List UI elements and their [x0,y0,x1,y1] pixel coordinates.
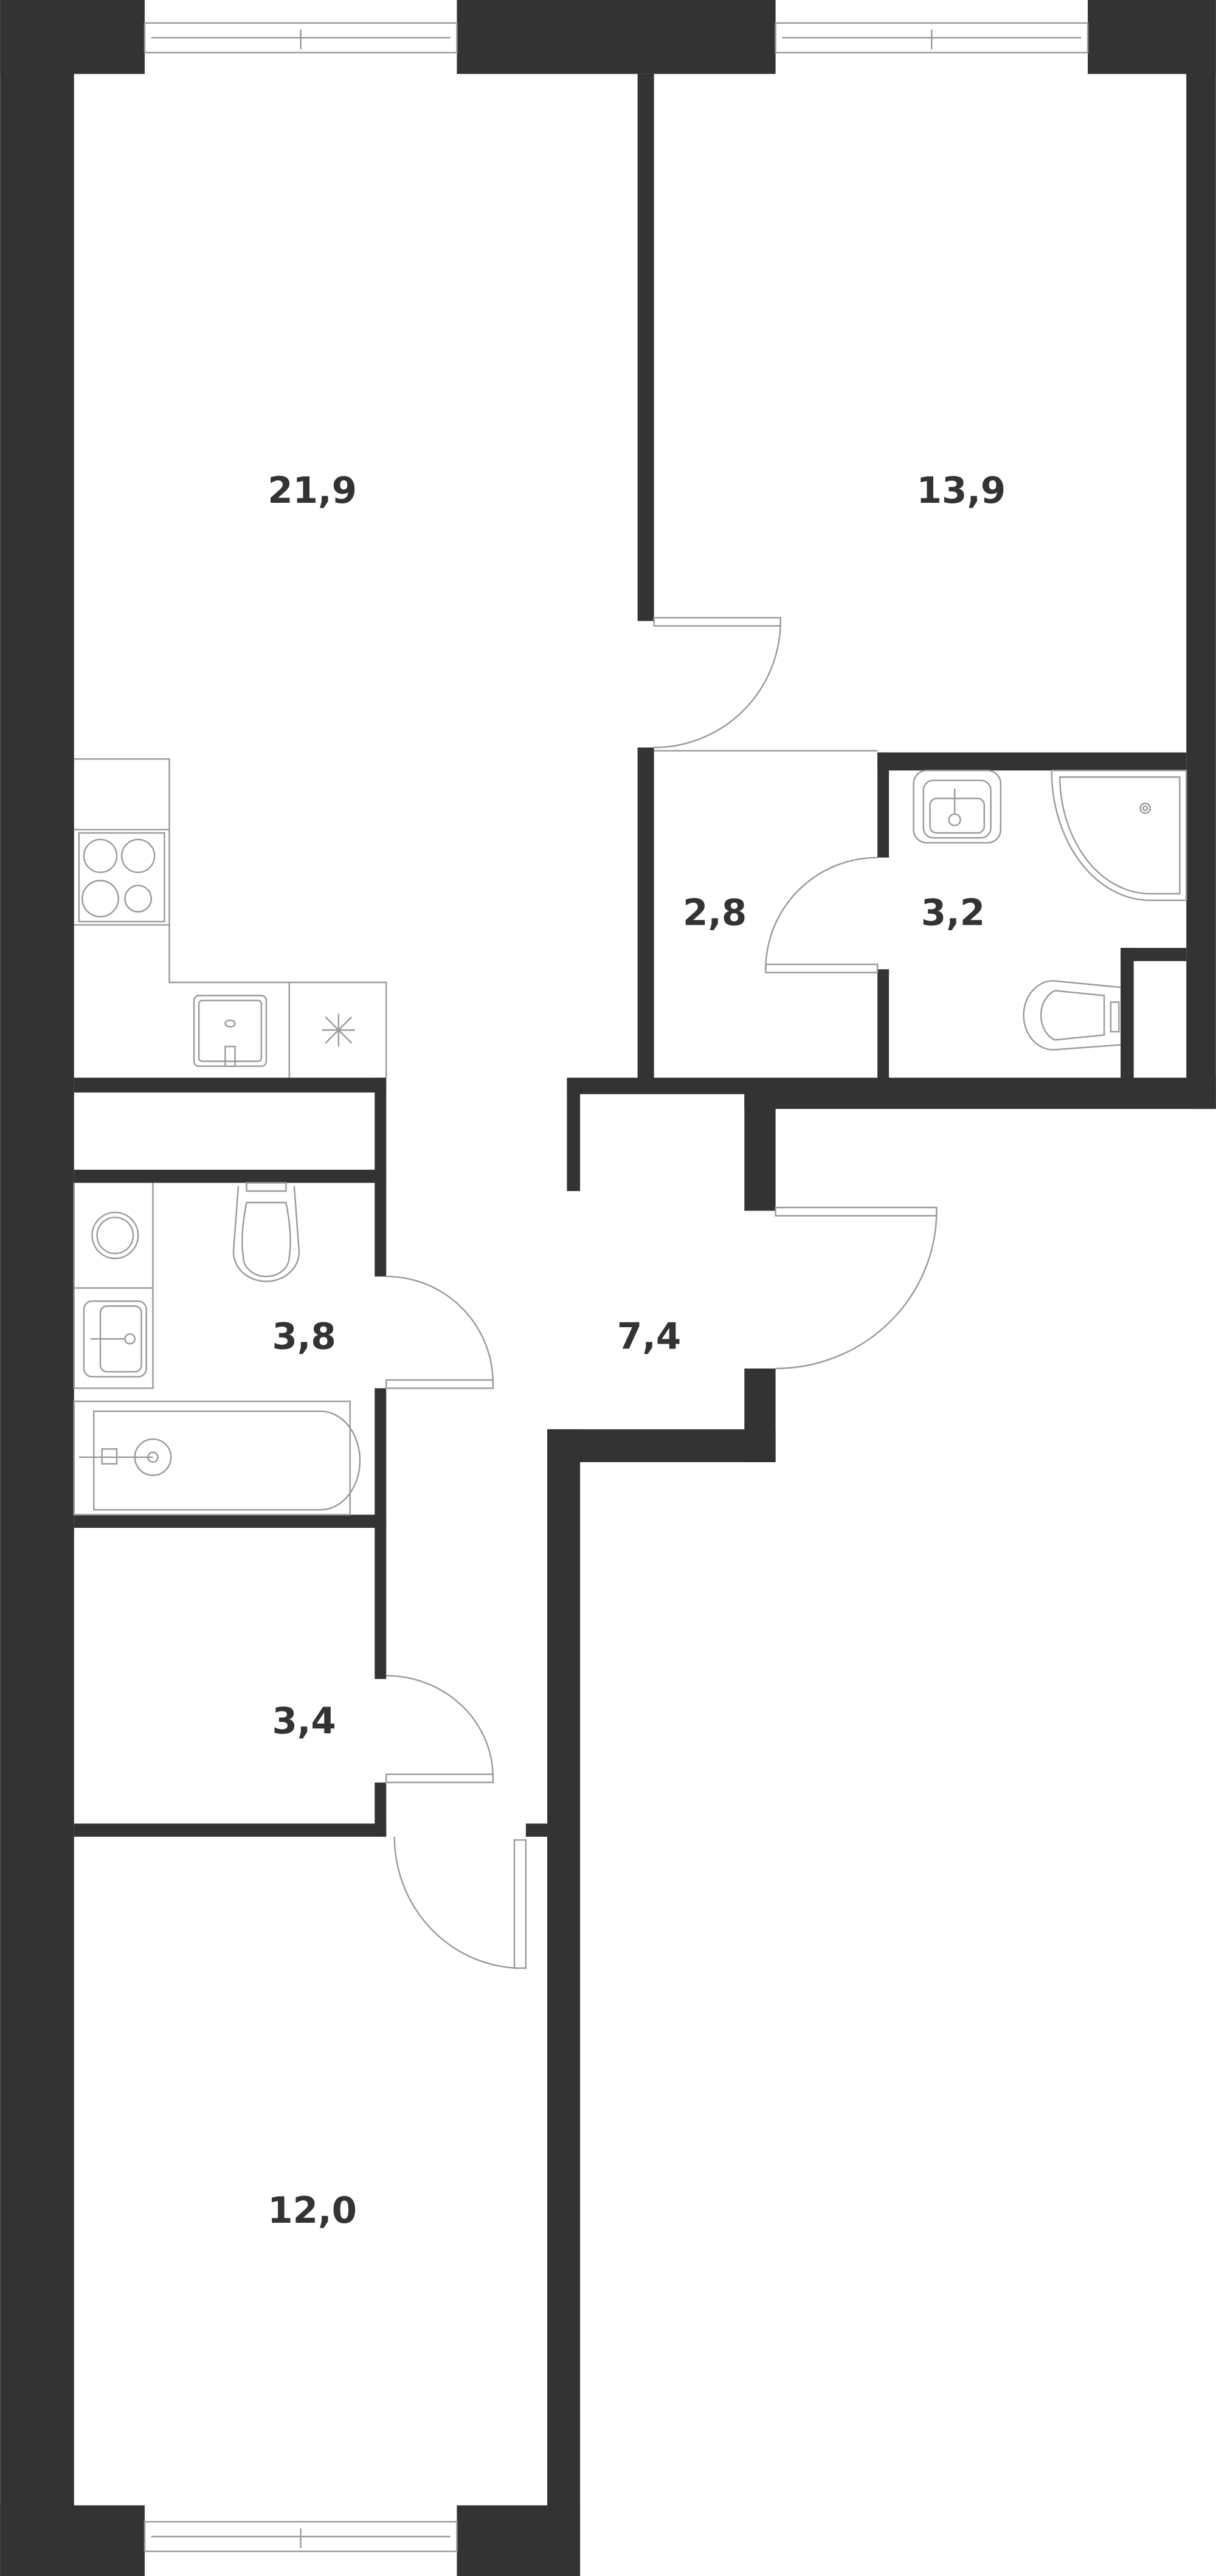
bathroom-sink-icon [83,1300,147,1378]
room-area-bedroom-1: 13,9 [917,470,1006,512]
bathroom-1-sink-icon [913,770,1002,844]
room-labels: 21,9 13,9 2,8 3,2 3,8 7,4 3,4 12,0 [268,470,1006,2232]
toilet-icon [232,1182,300,1282]
door-bathroom-2[interactable] [385,1276,494,1389]
window-top-right [775,22,1089,54]
washing-machine-icon [73,1183,154,1389]
door-storage[interactable] [385,1674,494,1784]
kitchen-sink-icon [193,995,268,1067]
room-area-wardrobe: 2,8 [683,892,747,934]
room-area-bathroom-2: 3,8 [272,1316,336,1358]
door-entrance[interactable] [775,1206,938,1370]
window-bottom [143,2521,458,2552]
bathroom-1-toilet-icon [1023,979,1121,1051]
door-bathroom-1[interactable] [765,857,879,973]
window-top-left [143,22,458,54]
stove-icon [78,832,165,923]
room-area-bathroom-1: 3,2 [921,892,985,934]
door-bedroom-2[interactable] [393,1837,527,1969]
room-area-living-kitchen: 21,9 [268,470,357,512]
bathtub-icon [73,1400,361,1516]
interior-walls [74,74,1187,1837]
door-bedroom-1[interactable] [653,616,781,748]
fridge-icon [322,1013,355,1047]
room-area-bedroom-2: 12,0 [268,2190,357,2232]
room-area-storage: 3,4 [272,1701,336,1742]
shower-icon [1051,770,1187,902]
room-area-hallway: 7,4 [617,1316,681,1358]
kitchen-counter [74,758,387,1078]
